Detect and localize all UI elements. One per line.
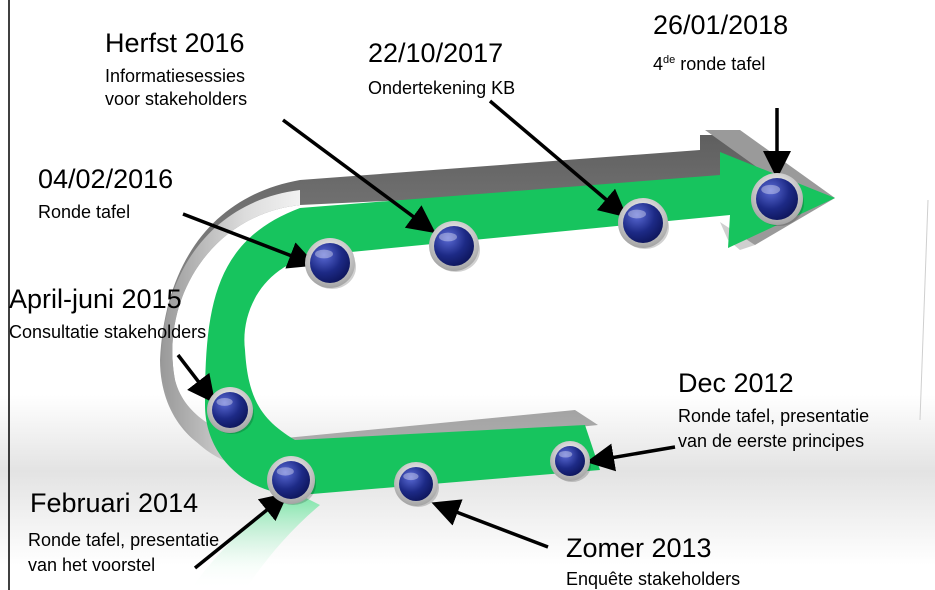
marker-highlight-februari-2014 [276,467,294,476]
milestone-desc-2017-10-22: Ondertekening KB [368,78,516,98]
callout-arrow-april-juni-2015 [176,353,216,404]
milestone-desc-2018-01-26: 4de ronde tafel [653,54,766,74]
milestone-desc-herfst-2016-line1: Informatiesessies [105,66,246,86]
marker-highlight-herfst-2016 [439,232,457,242]
marker-highlight-dec-2012 [558,450,573,458]
callout-arrow-zomer-2013 [431,499,549,549]
milestone-date-2017-10-22: 22/10/2017 [368,38,504,68]
callout-arrow-dec-2012 [586,443,676,472]
milestone-desc-februari-2014-line1: Ronde tafel, presentatie [28,530,220,550]
milestone-marker-april-juni-2015 [212,392,248,428]
track-wall-side [161,190,300,470]
arrowhead-back [705,130,835,245]
milestone-desc-dec-2012-line2: van de eerste principes [678,431,865,451]
milestone-marker-dec-2012 [555,446,585,476]
marker-highlight-april-juni-2015 [216,397,233,406]
milestone-date-dec-2012: Dec 2012 [678,368,794,398]
milestone-desc-dec-2012-line1: Ronde tafel, presentatie [678,406,870,426]
track-green [205,152,835,495]
callout-arrow-februari-2014 [193,492,289,570]
milestone-marker-februari-2014 [272,461,310,499]
milestone-date-februari-2014: Februari 2014 [30,488,199,518]
callout-arrows [176,99,791,570]
milestone-marker-herfst-2016 [434,226,474,266]
milestone-desc-zomer-2013: Enquête stakeholders [566,569,741,589]
right-edge-decoration [919,199,929,421]
marker-highlight-2016-02-04 [315,249,333,259]
milestone-date-2018-01-26: 26/01/2018 [653,10,789,40]
callout-arrow-herfst-2016 [281,118,436,234]
milestone-markers [207,173,804,507]
callout-arrow-2016-02-04 [182,212,317,269]
callout-arrow-2017-10-22 [488,99,628,218]
marker-highlight-zomer-2013 [403,472,419,481]
marker-highlight-2017-10-22 [628,209,646,219]
milestone-desc-april-juni-2015: Consultatie stakeholders [9,322,207,342]
milestone-desc-herfst-2016-line2: voor stakeholders [105,89,248,109]
milestone-marker-2017-10-22 [623,203,663,243]
milestone-date-april-juni-2015: April-juni 2015 [9,284,182,314]
milestone-date-herfst-2016: Herfst 2016 [105,28,245,58]
marker-highlight-2018-01-26 [761,184,781,195]
milestone-date-2016-02-04: 04/02/2016 [38,164,174,194]
milestone-desc-februari-2014-line2: van het voorstel [28,555,156,575]
milestone-date-zomer-2013: Zomer 2013 [566,533,712,563]
milestone-marker-zomer-2013 [399,467,433,501]
milestone-desc-2016-02-04: Ronde tafel [38,202,131,222]
milestone-marker-2016-02-04 [310,243,350,283]
milestone-marker-2018-01-26 [756,178,798,220]
